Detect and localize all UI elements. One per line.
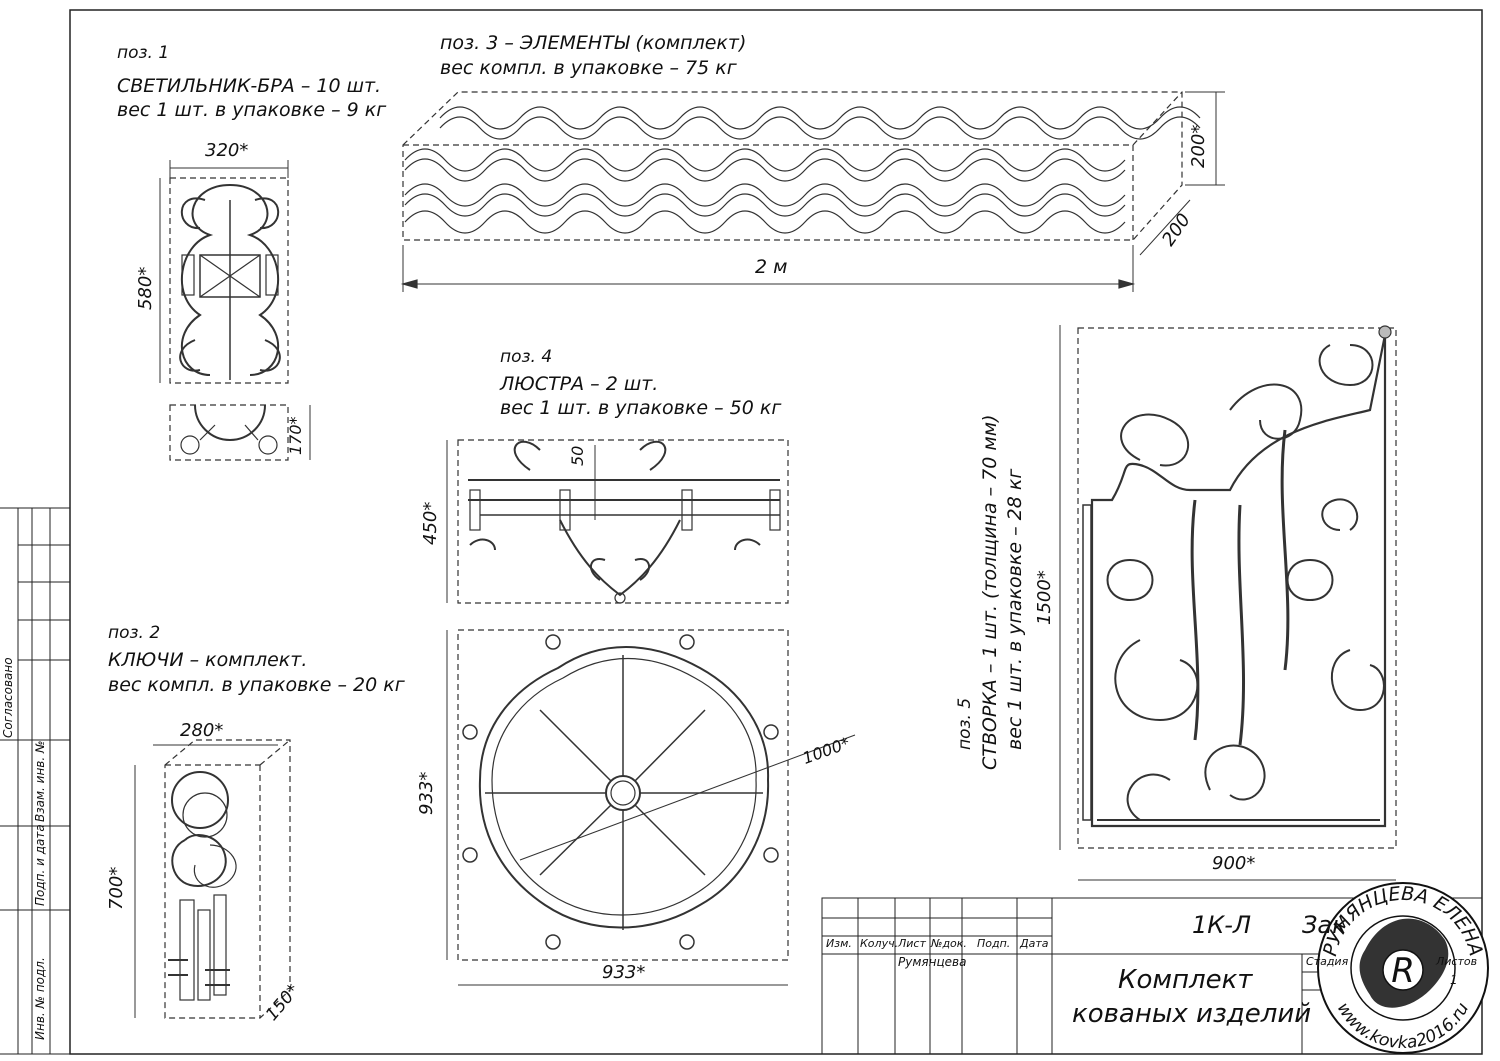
stamp-sheets-value: 1 bbox=[1450, 973, 1458, 987]
poz2-name: КЛЮЧИ – комплект. bbox=[108, 649, 308, 671]
side-label-replaced-inv: Взам. инв. № bbox=[33, 740, 47, 822]
poz4-top-dim: 50 bbox=[568, 445, 587, 466]
stamp-author: Румянцева bbox=[898, 955, 967, 969]
side-approval-table bbox=[0, 507, 70, 1055]
stamp-header-change: Изм. bbox=[826, 937, 852, 950]
stamp-header-sheet: Лист bbox=[898, 937, 926, 950]
poz3-title: поз. 3 – ЭЛЕМЕНТЫ (комплект) bbox=[440, 32, 747, 54]
poz5-weight: вес 1 шт. в упаковке – 28 кг bbox=[1004, 468, 1026, 750]
poz3-height-dim: 200* bbox=[1188, 124, 1209, 168]
stamp-order: Зак bbox=[1302, 911, 1347, 939]
stamp-title-line2: кованых изделий bbox=[1072, 999, 1312, 1029]
elements-bundle-drawing bbox=[400, 91, 1225, 292]
poz2-height-dim: 700* bbox=[106, 866, 127, 910]
poz2-weight: вес компл. в упаковке – 20 кг bbox=[108, 674, 405, 696]
poz5-name: СТВОРКА – 1 шт. (толщина – 70 мм) bbox=[979, 414, 1001, 770]
poz4-plan-height-dim: 933* bbox=[416, 771, 437, 815]
side-label-inv-original: Инв. № подл. bbox=[33, 957, 47, 1040]
poz3-length-dim: 2 м bbox=[755, 256, 788, 278]
poz1-weight: вес 1 шт. в упаковке – 9 кг bbox=[117, 99, 387, 121]
poz5-title: поз. 5 bbox=[955, 697, 975, 750]
poz1-height-dim: 580* bbox=[135, 266, 156, 310]
chandelier-elevation-drawing bbox=[446, 439, 789, 604]
poz1-name: СВЕТИЛЬНИК-БРА – 10 шт. bbox=[117, 75, 382, 97]
keys-drawing bbox=[134, 739, 291, 1019]
stamp-code: 1К-Л bbox=[1192, 911, 1252, 939]
poz1-depth-dim: 170* bbox=[286, 416, 305, 455]
stamp-header-date: Дата bbox=[1020, 937, 1049, 950]
poz2-width-dim: 280* bbox=[180, 720, 224, 741]
stamp-header-sign: Подп. bbox=[977, 937, 1011, 950]
poz4-plan-width-dim: 933* bbox=[602, 962, 646, 983]
side-label-sign-date: Подп. и дата bbox=[33, 824, 47, 906]
poz1-width-dim: 320* bbox=[205, 140, 249, 161]
poz1-title: поз. 1 bbox=[117, 43, 170, 63]
stamp-stage-label: Стадия bbox=[1306, 955, 1349, 968]
poz2-title: поз. 2 bbox=[108, 623, 161, 643]
poz5-width-dim: 900* bbox=[1212, 853, 1256, 874]
stamp-header-doc: №док. bbox=[931, 937, 967, 950]
poz5-height-dim: 1500* bbox=[1034, 570, 1055, 625]
chandelier-plan-drawing bbox=[446, 629, 856, 986]
side-label-agreed: Согласовано bbox=[1, 657, 15, 738]
seal-monogram: R bbox=[1391, 951, 1415, 991]
poz4-weight: вес 1 шт. в упаковке – 50 кг bbox=[500, 397, 782, 419]
stamp-sheets-label: Листов bbox=[1436, 955, 1478, 968]
poz4-title: поз. 4 bbox=[500, 347, 553, 367]
stamp-title-line1: Комплект bbox=[1118, 965, 1253, 995]
stamp-header-count: Колуч. bbox=[860, 937, 899, 950]
sconce-drawing bbox=[159, 160, 311, 461]
gate-leaf-drawing bbox=[1059, 325, 1397, 881]
poz4-height-dim: 450* bbox=[420, 501, 441, 545]
poz3-weight: вес компл. в упаковке – 75 кг bbox=[440, 57, 737, 79]
poz4-name: ЛЮСТРА – 2 шт. bbox=[500, 373, 659, 395]
